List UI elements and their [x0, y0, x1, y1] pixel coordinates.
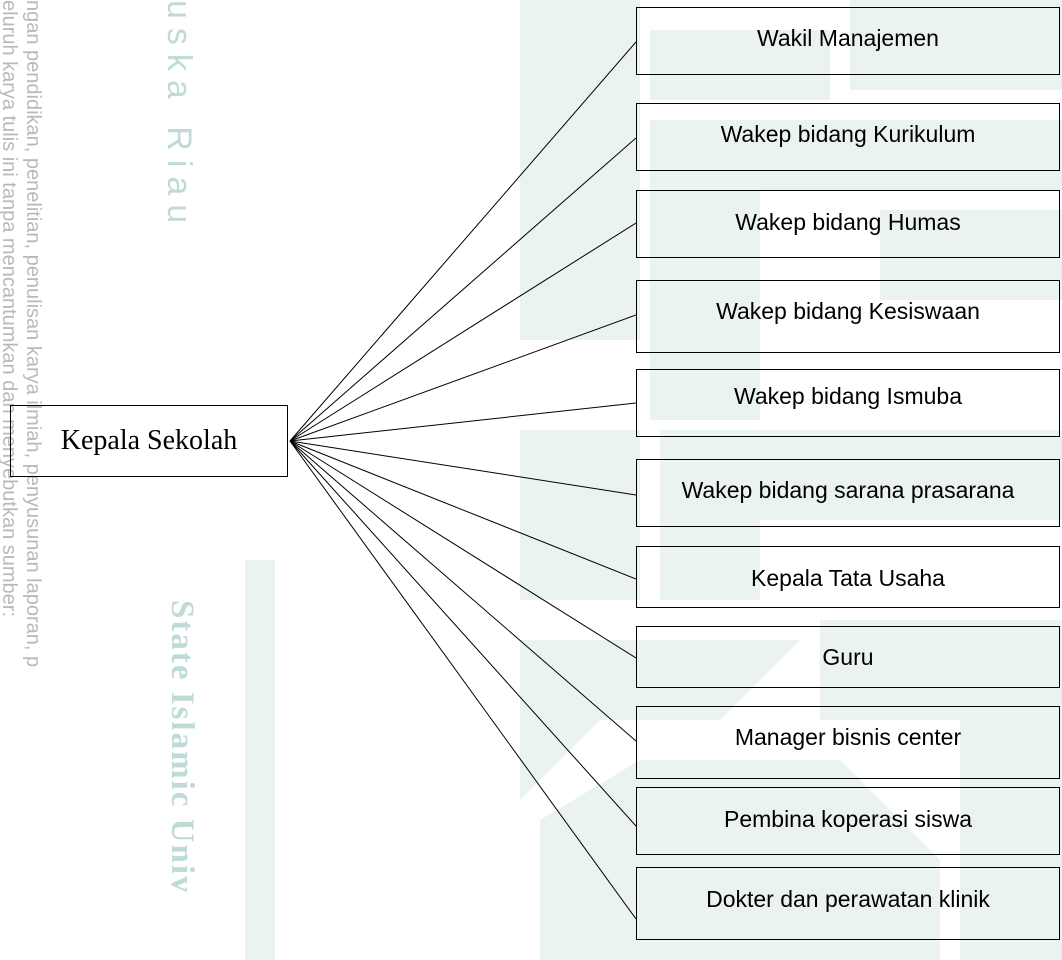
org-child-label: Kepala Tata Usaha	[751, 565, 945, 591]
org-child-label: Wakep bidang Kesiswaan	[716, 298, 980, 324]
org-child-node: Wakep bidang Kurikulum	[636, 103, 1060, 171]
org-child-label: Guru	[822, 644, 874, 670]
org-child-label: Manager bisnis center	[734, 724, 962, 750]
org-connector-line	[289, 440, 637, 920]
org-connector-line	[289, 41, 637, 442]
org-child-label: Wakil Manajemen	[757, 25, 939, 51]
org-child-node: Dokter dan perawatan klinik	[636, 867, 1060, 940]
org-child-label: Wakep bidang sarana prasarana	[681, 477, 1015, 503]
org-connector-line	[289, 137, 637, 442]
org-child-node: Pembina koperasi siswa	[636, 787, 1060, 855]
org-child-node: Manager bisnis center	[636, 706, 1060, 779]
org-child-label: Wakep bidang Ismuba	[733, 383, 962, 409]
org-connector-line	[289, 440, 637, 827]
org-connector-line	[289, 440, 637, 659]
org-child-label: Wakep bidang Kurikulum	[720, 121, 976, 147]
org-child-node: Wakil Manajemen	[636, 7, 1060, 75]
org-child-node: Wakep bidang Ismuba	[636, 369, 1060, 437]
org-child-label: Wakep bidang Humas	[735, 209, 961, 235]
org-child-label: Dokter dan perawatan klinik	[706, 886, 990, 912]
org-connector-line	[289, 440, 637, 742]
org-child-node: Kepala Tata Usaha	[636, 546, 1060, 608]
org-connector-line	[289, 222, 637, 442]
org-connector-line	[289, 402, 637, 442]
org-child-node: Wakep bidang Humas	[636, 190, 1060, 258]
org-connector-line	[289, 314, 637, 442]
org-child-node: Guru	[636, 626, 1060, 688]
org-child-node: Wakep bidang sarana prasarana	[636, 459, 1060, 527]
org-connector-line	[289, 440, 637, 496]
org-child-label: Pembina koperasi siswa	[723, 806, 972, 832]
org-child-node: Wakep bidang Kesiswaan	[636, 280, 1060, 353]
org-root-label: Kepala Sekolah	[60, 425, 238, 456]
org-root-node: Kepala Sekolah	[10, 405, 288, 477]
org-connector-line	[289, 440, 637, 580]
